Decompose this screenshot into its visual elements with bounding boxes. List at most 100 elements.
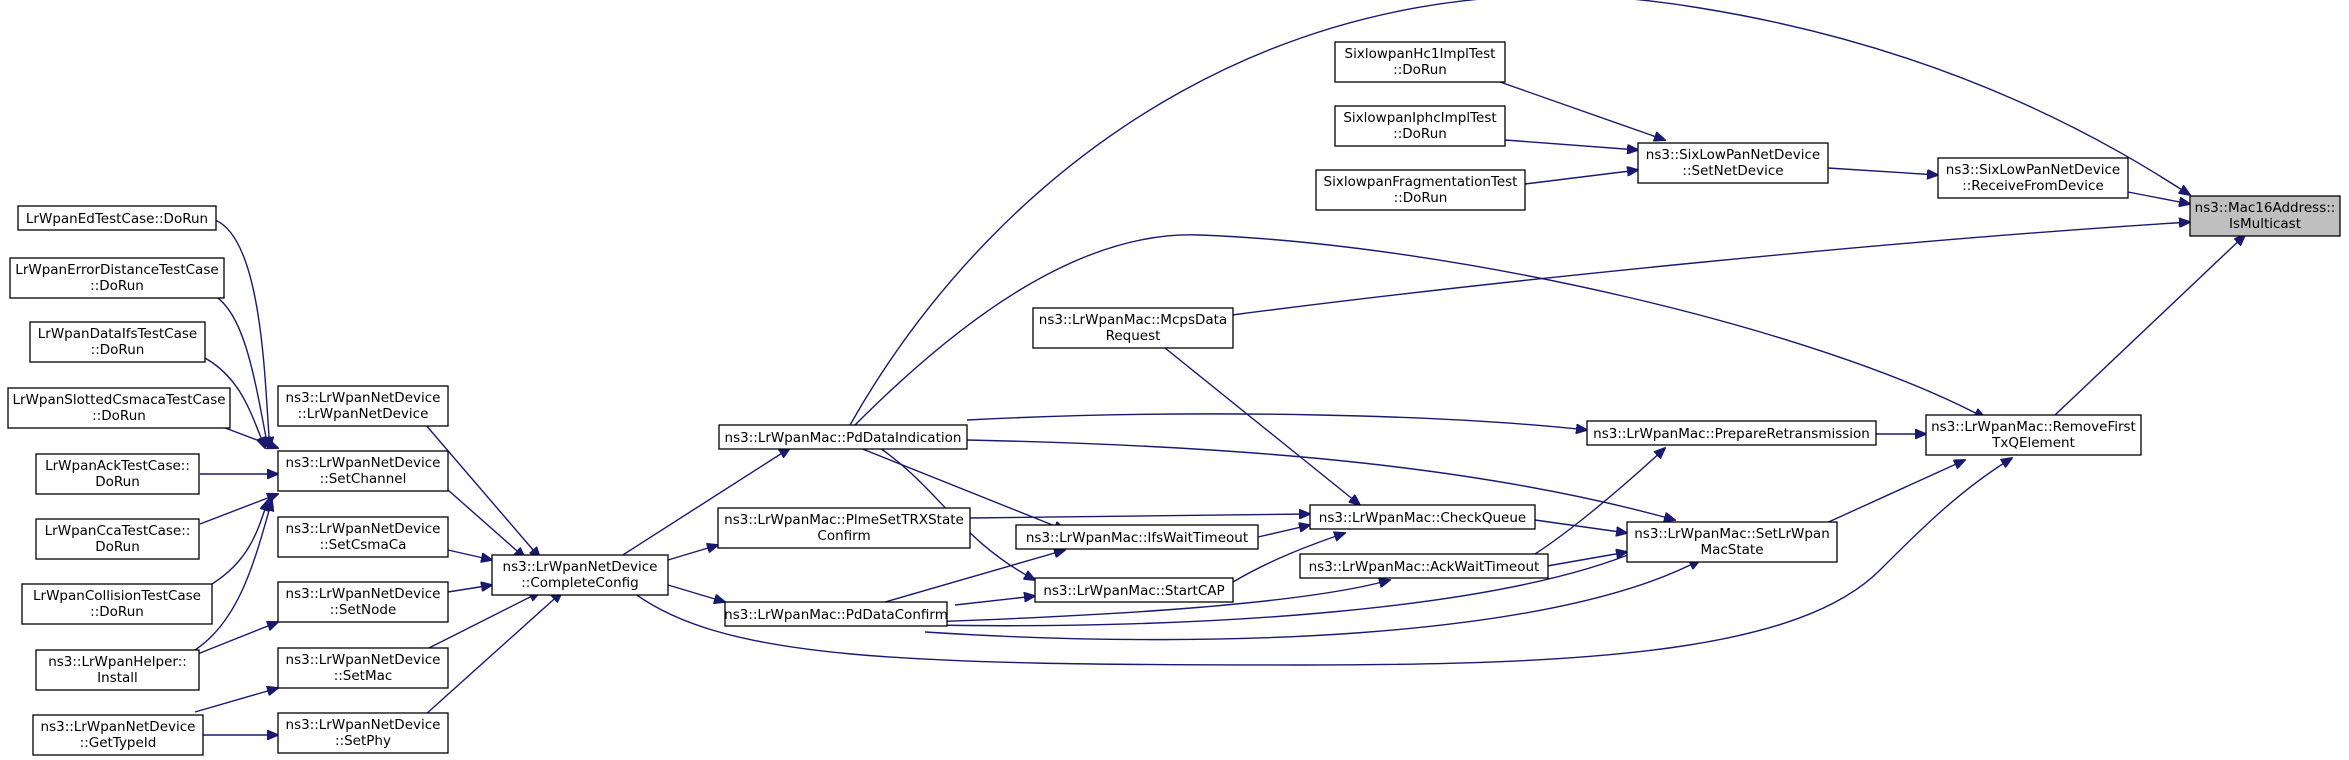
node-box — [277, 385, 449, 427]
node-lrwpanhelper-install[interactable]: ns3::LrWpanHelper::Install — [35, 649, 200, 691]
node-label-line: ns3::LrWpanMac::PrepareRetransmission — [1593, 426, 1870, 442]
node-label-line: SixlowpanIphcImplTest — [1343, 110, 1496, 126]
node-box — [1637, 142, 1829, 184]
node-label-line: ns3::LrWpanNetDevice — [503, 559, 658, 575]
node-lrwpannetdevice-setphy[interactable]: ns3::LrWpanNetDevice::SetPhy — [277, 712, 449, 754]
node-label-line: ns3::Mac16Address:: — [2195, 200, 2336, 216]
node-box — [17, 205, 217, 231]
node-label-line: ns3::LrWpanNetDevice — [286, 717, 441, 733]
edge-setnode-to-completeconfig — [447, 585, 492, 593]
node-lrwpanmac-checkqueue[interactable]: ns3::LrWpanMac::CheckQueue — [1309, 504, 1536, 530]
node-lrwpancollisiontestcase-dorun[interactable]: LrWpanCollisionTestCase::DoRun — [21, 583, 213, 625]
node-lrwpanccatestcase-dorun[interactable]: LrWpanCcaTestCase::DoRun — [35, 518, 200, 560]
edge-pddataconfirm-to-startcap — [954, 596, 1035, 606]
node-sixlowpaniphcimpltest-dorun[interactable]: SixlowpanIphcImplTest::DoRun — [1334, 105, 1506, 147]
node-label-line: ::ReceiveFromDevice — [1962, 178, 2104, 194]
node-lrwpanerrordistancetestcase-dorun[interactable]: LrWpanErrorDistanceTestCase::DoRun — [9, 257, 225, 299]
node-lrwpannetdevice-completeconfig[interactable]: ns3::LrWpanNetDevice::CompleteConfig — [491, 554, 669, 596]
node-label-line: ::DoRun — [92, 408, 146, 424]
edge-mcpsdatarequest-to-checkqueue — [1164, 347, 1360, 505]
node-box — [2189, 195, 2341, 237]
node-lrwpannetdevice-setmac[interactable]: ns3::LrWpanNetDevice::SetMac — [277, 647, 449, 689]
edge-completeconfig-to-plmesettrx — [667, 545, 718, 561]
node-lrwpanmac-pddataindication[interactable]: ns3::LrWpanMac::PdDataIndication — [718, 424, 968, 450]
node-lrwpanmac-ackwaittimeout[interactable]: ns3::LrWpanMac::AckWaitTimeout — [1299, 553, 1549, 579]
node-lrwpanmac-pddataconfirm[interactable]: ns3::LrWpanMac::PdDataConfirm — [724, 601, 948, 627]
node-label-line: Request — [1106, 328, 1161, 344]
node-lrwpanmac-ifswaittimeout[interactable]: ns3::LrWpanMac::IfsWaitTimeout — [1015, 524, 1259, 550]
node-box — [1309, 504, 1536, 530]
node-label-line: ns3::LrWpanMac::McpsData — [1039, 312, 1227, 328]
node-label-line: ::DoRun — [90, 278, 144, 294]
node-box — [32, 714, 204, 756]
edge-setcsmaca-to-completeconfig — [447, 549, 492, 560]
node-box — [1937, 157, 2129, 199]
node-label-line: ns3::LrWpanMac::CheckQueue — [1319, 510, 1526, 526]
edge-dataifs-to-setchannel — [204, 357, 265, 448]
node-label-line: LrWpanCcaTestCase:: — [45, 523, 191, 539]
node-label-line: ::SetCsmaCa — [320, 537, 407, 553]
edge-gettypeid-to-setmac — [194, 688, 278, 713]
node-box — [277, 581, 449, 623]
node-label-line: Install — [97, 670, 138, 686]
node-box — [1925, 414, 2142, 456]
edge-errordistance-to-setchannel — [214, 295, 268, 448]
node-box — [1034, 577, 1234, 603]
node-label-line: ns3::LrWpanMac::SetLrWpan — [1634, 526, 1830, 542]
node-lrwpannetdevice-gettypeid[interactable]: ns3::LrWpanNetDevice::GetTypeId — [32, 714, 204, 756]
edge-edtest-to-setchannel — [214, 219, 270, 448]
node-layer: ns3::Mac16Address::IsMulticast ns3::SixLo… — [7, 41, 2341, 756]
node-lrwpannetdevice-setchannel[interactable]: ns3::LrWpanNetDevice::SetChannel — [277, 450, 449, 492]
node-lrwpannetdevice-setcsmaca[interactable]: ns3::LrWpanNetDevice::SetCsmaCa — [277, 516, 449, 558]
node-lrwpandataifstestcase-dorun[interactable]: LrWpanDataIfsTestCase::DoRun — [29, 321, 206, 363]
edge-pddataindication-to-ismulticast — [849, 0, 2190, 426]
node-label-line: TxQElement — [1991, 435, 2075, 451]
node-lrwpanacktestcase-dorun[interactable]: LrWpanAckTestCase::DoRun — [35, 453, 200, 495]
edge-pddataconfirm-to-ifswaittimeout — [884, 550, 1065, 603]
node-label-line: ns3::LrWpanMac::RemoveFirst — [1931, 419, 2136, 435]
node-sixlowpan-setnetdevice[interactable]: ns3::SixLowPanNetDevice::SetNetDevice — [1637, 142, 1829, 184]
node-lrwpanmac-startcap[interactable]: ns3::LrWpanMac::StartCAP — [1034, 577, 1234, 603]
node-label-line: ns3::LrWpanNetDevice — [41, 719, 196, 735]
node-box — [718, 424, 968, 450]
node-lrwpanmac-prepareretransmission[interactable]: ns3::LrWpanMac::PrepareRetransmission — [1586, 420, 1877, 446]
node-label-line: SixlowpanFragmentationTest — [1324, 174, 1518, 190]
node-lrwpannetdevice-lrwpannetdevice[interactable]: ns3::LrWpanNetDevice::LrWpanNetDevice — [277, 385, 449, 427]
node-sixlowpanfragmentationtest-dorun[interactable]: SixlowpanFragmentationTest::DoRun — [1315, 169, 1526, 211]
edge-layer — [194, 0, 2245, 735]
node-label-line: IsMulticast — [2229, 216, 2301, 232]
node-box — [35, 518, 200, 560]
edge-pddataindication-to-removefirst — [854, 234, 1985, 426]
edge-pddataindication-to-setlrwpanmacstate — [966, 439, 1675, 520]
node-box — [1586, 420, 1877, 446]
node-box — [1032, 307, 1234, 349]
node-sixlowpanhc1impltest-dorun[interactable]: SixlowpanHc1ImplTest::DoRun — [1334, 41, 1506, 83]
node-label-line: LrWpanCollisionTestCase — [33, 588, 201, 604]
node-lrwpanedtestcase-dorun[interactable]: LrWpanEdTestCase::DoRun — [17, 205, 217, 231]
edge-setphy-to-completeconfig — [424, 592, 562, 716]
node-label-line: ns3::LrWpanMac::StartCAP — [1043, 583, 1224, 599]
node-box — [277, 647, 449, 689]
node-box — [277, 712, 449, 754]
edge-pddataconfirm-to-setlrwpanmacstate-2 — [924, 560, 1700, 641]
node-label-line: ns3::LrWpanNetDevice — [286, 455, 441, 471]
node-mac16-ismulticast[interactable]: ns3::Mac16Address::IsMulticast — [2189, 195, 2341, 237]
node-box — [21, 583, 213, 625]
node-box — [35, 453, 200, 495]
node-label-line: ns3::LrWpanMac::PlmeSetTRXState — [724, 512, 964, 528]
edge-completeconfig-to-pddataconfirm — [667, 584, 725, 602]
node-sixlowpan-receivefromdevice[interactable]: ns3::SixLowPanNetDevice::ReceiveFromDevi… — [1937, 157, 2129, 199]
node-box — [9, 257, 225, 299]
edge-install-to-setnode — [194, 622, 278, 656]
node-box — [277, 450, 449, 492]
node-box — [277, 516, 449, 558]
edge-startcap-to-checkqueue — [1232, 533, 1345, 583]
node-label-line: ::SetMac — [334, 668, 393, 684]
node-lrwpanslottedcsmacatestcase-dorun[interactable]: LrWpanSlottedCsmacaTestCase::DoRun — [7, 387, 231, 429]
edge-setlrwpanmacstate-to-removefirst — [1821, 460, 1965, 526]
node-lrwpannetdevice-setnode[interactable]: ns3::LrWpanNetDevice::SetNode — [277, 581, 449, 623]
